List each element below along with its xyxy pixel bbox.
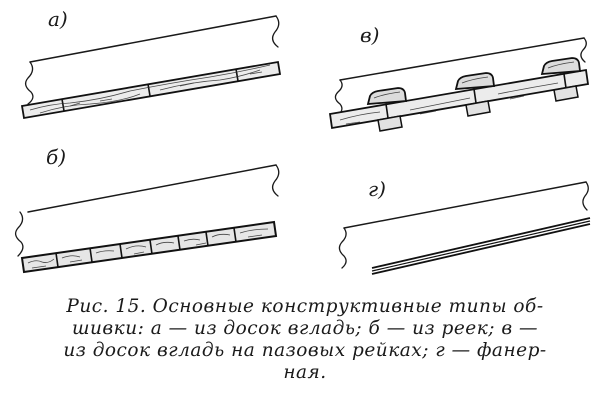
panel-b-slat-strip: [20, 220, 278, 274]
panel-a-top-edge: [29, 15, 277, 63]
panel-g-break-line-right: [582, 181, 589, 211]
panel-v-wood-grain: [339, 61, 575, 125]
panel-v-board-strip: [328, 68, 590, 130]
caption-line-4: ная.: [283, 362, 327, 383]
panel-b-top-edge: [27, 164, 277, 213]
panel-v-break-line: [334, 79, 343, 117]
panel-g-label: г): [368, 177, 386, 201]
panel-v-break-line-right: [580, 37, 587, 63]
panel-b: б): [14, 145, 280, 274]
caption-line-1: Рис. 15. Основные конструктивные типы об…: [66, 296, 544, 317]
panel-v-board-joints: [385, 73, 567, 119]
figure-drawing: а) б): [14, 7, 591, 275]
figure-caption: Рис. 15. Основные конструктивные типы об…: [22, 296, 588, 384]
panel-g-top-edge: [343, 181, 587, 229]
panel-g: г): [338, 177, 591, 275]
panel-a-board-joints: [61, 68, 239, 112]
panel-a-wood-grain: [29, 64, 271, 114]
panel-b-break-line-right: [271, 164, 280, 197]
panel-b-wood-grain: [27, 228, 269, 269]
panel-g-plywood-sheet: [371, 217, 591, 275]
caption-line-3: из досок вгладь на пазовых рейках; г — ф…: [63, 340, 547, 361]
panel-g-break-line: [338, 227, 347, 269]
panel-a-break-line-right: [271, 15, 280, 48]
panel-v-tongue-strips: [366, 57, 582, 105]
panel-v: в): [328, 23, 590, 132]
panel-a-board-strip: [20, 60, 282, 120]
caption-line-2: шивки: а — из досок вгладь; б — из реек;…: [71, 318, 539, 339]
panel-a-break-line: [24, 61, 34, 105]
panel-a-label: а): [48, 7, 68, 31]
panel-b-break-line: [14, 211, 24, 257]
panel-a: а): [20, 7, 282, 120]
panel-b-slat-joints: [55, 227, 237, 268]
panel-v-label: в): [360, 23, 379, 47]
panel-v-top-edge: [339, 37, 585, 81]
panel-v-inner-strips: [377, 85, 579, 132]
panel-b-label: б): [46, 145, 66, 169]
